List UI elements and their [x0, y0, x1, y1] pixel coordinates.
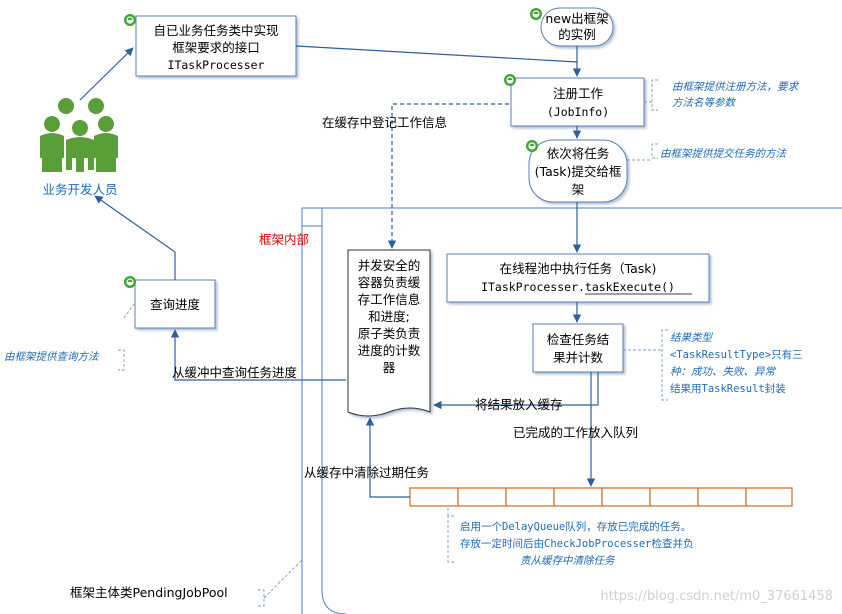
- people-icon: [40, 98, 118, 172]
- check-result-box: 检查任务结 果并计数: [532, 323, 624, 373]
- check-line-2: 果并计数: [553, 350, 604, 365]
- new-instance-node: new出框架 的实例: [540, 7, 614, 47]
- badge-icon: [504, 74, 516, 86]
- new-instance-line-2: 的实例: [558, 27, 596, 42]
- register-job-box: 注册工作 (JobInfo): [510, 77, 645, 127]
- result-note-line-4: 结果用TaskResult封装: [670, 382, 786, 395]
- new-instance-line-1: new出框架: [545, 11, 608, 26]
- developer-label: 业务开发人员: [42, 182, 117, 197]
- implement-line-1: 自已业务任务类中实现: [153, 23, 278, 38]
- note-brackets: [118, 79, 668, 607]
- register-cache-label: 在缓存中登记工作信息: [322, 115, 447, 130]
- connectors: [79, 45, 599, 498]
- badge-icon: [530, 8, 542, 20]
- badge-icon: [124, 14, 136, 26]
- cache-line-5: 原子类负责: [358, 326, 421, 341]
- register-note-line-2: 方法名等参数: [672, 97, 736, 109]
- cache-line-1: 并发安全的: [358, 258, 421, 273]
- query-from-cache-label: 从缓冲中查询任务进度: [172, 365, 298, 380]
- execute-line-2: ITaskProcesser.taskExecute(): [481, 280, 675, 294]
- submit-line-2: (Task)提交给框: [535, 164, 622, 179]
- result-note-line-1: 结果类型: [670, 332, 713, 344]
- submit-note: 由框架提供提交任务的方法: [660, 148, 787, 160]
- main-class-label: 框架主体类PendingJobPool: [70, 585, 228, 600]
- submit-line-3: 架: [572, 182, 585, 197]
- clear-expired-label: 从缓存中清除过期任务: [304, 465, 429, 480]
- register-line-1: 注册工作: [553, 86, 604, 101]
- cache-line-4: 和进度;: [368, 309, 410, 324]
- cache-line-6: 进度的计数: [358, 343, 421, 358]
- execute-task-box: 在线程池中执行任务（Task) ITaskProcesser.taskExecu…: [446, 253, 710, 303]
- query-note: 由框架提供查询方法: [4, 351, 100, 363]
- delay-queue: [409, 487, 793, 507]
- cache-container-node: 并发安全的 容器负责缓 存工作信息 和进度; 原子类负责 进度的计数 器: [347, 249, 431, 417]
- done-queue-label: 已完成的工作放入队列: [513, 425, 638, 440]
- execute-line-1: 在线程池中执行任务（Task): [500, 261, 657, 276]
- result-note-line-3: 种：成功、失败、异常: [670, 366, 776, 378]
- submit-line-1: 依次将任务: [547, 146, 610, 161]
- result-note-line-2: <TaskResultType>只有三: [670, 348, 803, 361]
- queue-note-line-2: 存放一定时间后由CheckJobProcesser检查并负: [460, 537, 693, 550]
- framework-internal-label: 框架内部: [259, 232, 309, 247]
- queue-note-line-1: 启用一个DelayQueue队列，存放已完成的任务。: [460, 520, 691, 533]
- query-line-1: 查询进度: [150, 297, 201, 312]
- check-line-1: 检查任务结: [547, 332, 610, 347]
- queue-note-line-3: 责从缓存中清除任务: [520, 555, 616, 567]
- implement-interface-box: 自已业务任务类中实现 框架要求的接口 ITaskProcesser: [135, 15, 297, 77]
- cache-line-3: 存工作信息: [358, 292, 421, 307]
- badge-icon: [526, 140, 538, 152]
- register-note-line-1: 由框架提供注册方法，要求: [672, 81, 799, 93]
- badge-icon: [124, 276, 136, 288]
- register-line-2: (JobInfo): [547, 105, 609, 119]
- query-progress-box: 查询进度: [134, 279, 216, 329]
- cache-line-2: 容器负责缓: [358, 275, 421, 290]
- cache-line-7: 器: [383, 360, 396, 375]
- watermark: https://blog.csdn.net/m0_37661458: [600, 589, 833, 604]
- submit-tasks-node: 依次将任务 (Task)提交给框 架: [528, 139, 628, 203]
- implement-line-2: 框架要求的接口: [172, 40, 260, 55]
- put-result-label: 将结果放入缓存: [475, 397, 563, 412]
- implement-line-3: ITaskProcesser: [168, 58, 265, 72]
